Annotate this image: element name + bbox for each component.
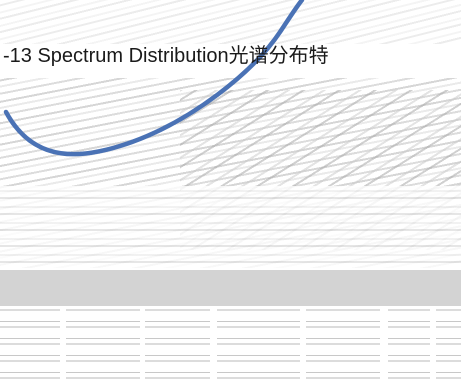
gray-band	[0, 270, 461, 306]
page-title: -13 Spectrum Distribution光谱分布特	[3, 45, 329, 67]
striped-region-top	[0, 0, 461, 44]
striped-region-horizontal	[0, 186, 461, 270]
block-pattern-bottom	[0, 306, 461, 385]
